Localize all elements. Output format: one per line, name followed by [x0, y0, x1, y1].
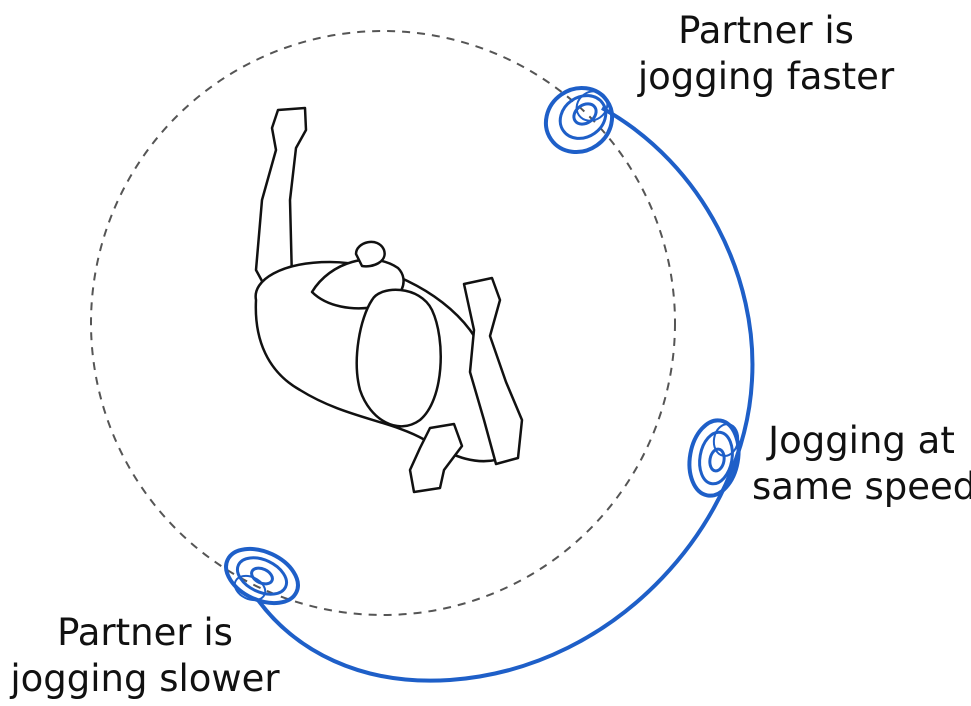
label-faster-line2: jogging faster [636, 54, 896, 100]
label-same-line2: same speed [752, 464, 971, 510]
label-slower-line1: Partner is [0, 610, 290, 656]
partner-marker-slower-icon [217, 538, 306, 614]
runner-figure-icon [256, 108, 522, 492]
label-same-line1: Jogging at [752, 418, 971, 464]
label-same-speed: Jogging at same speed [752, 418, 971, 510]
partner-marker-faster-icon [533, 75, 624, 165]
label-faster-line1: Partner is [636, 8, 896, 54]
label-partner-faster: Partner is jogging faster [636, 8, 896, 100]
label-partner-slower: Partner is jogging slower [0, 610, 290, 702]
label-slower-line2: jogging slower [0, 656, 290, 702]
